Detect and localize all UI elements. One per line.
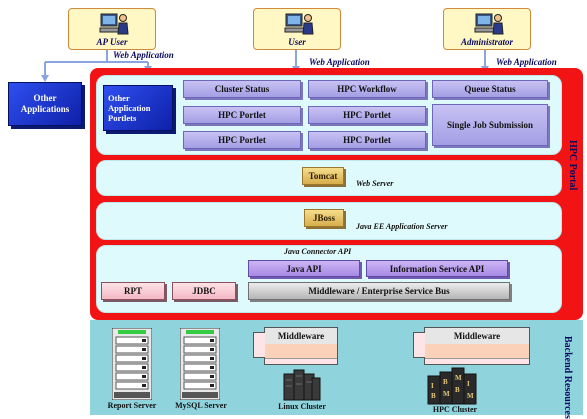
hpc-portlet-3: HPC Portlet [183,131,301,149]
hpc-portlet-label: HPC Portlet [218,135,266,145]
user-workstation-icon [474,13,504,35]
report-server-label: Report Server [107,401,157,410]
jboss-box: JBoss [304,209,344,227]
hpc-portlet-4: HPC Portlet [308,131,426,149]
svg-text:B: B [431,392,436,400]
svg-text:B: B [455,386,460,394]
ap-user-box: AP User [68,8,156,50]
hpc-workflow-label: HPC Workflow [337,84,397,94]
user-box: User [253,8,341,50]
hpc-portlet-2: HPC Portlet [308,106,426,124]
administrator-box: Administrator [443,8,531,50]
middleware-band [425,344,529,359]
middleware-band [265,344,337,359]
middleware-bus-label: Middleware / Enterprise Service Bus [308,286,450,296]
svg-text:I: I [431,382,434,390]
middleware-block-1: Middleware [253,327,338,365]
linux-cluster-label: Linux Cluster [278,402,326,411]
hpc-portlet-1: HPC Portlet [183,106,301,124]
rpt-box: RPT [101,282,165,300]
other-applications-label: Other Applications [20,93,70,114]
middleware-block-2: Middleware [413,327,530,365]
web-application-label-2: Web Application [309,57,370,67]
middleware-label: Middleware [265,328,337,345]
user-label: User [288,37,306,47]
server-rack-icon [180,328,220,400]
jdbc-box: JDBC [172,282,236,300]
information-service-api-box: Information Service API [366,260,508,277]
java-api-label: Java API [286,263,322,274]
administrator-label: Administrator [460,37,514,47]
hpc-portlet-label: HPC Portlet [343,135,391,145]
rpt-label: RPT [124,286,142,296]
java-connector-api-label: Java Connector API [284,247,352,256]
jdbc-label: JDBC [192,286,216,296]
svg-text:M: M [455,374,462,382]
information-service-api-label: Information Service API [389,263,485,274]
hpc-portlet-label: HPC Portlet [343,110,391,120]
app-server-label: Java EE Application Server [356,222,448,231]
single-job-submission-label: Single Job Submission [446,120,534,130]
user-workstation-icon [99,13,129,35]
backend-resources-label: Backend Resources [562,336,573,419]
svg-text:B: B [443,378,448,386]
cluster-icon [283,369,321,401]
jboss-label: JBoss [312,213,335,223]
java-api-box: Java API [248,260,360,277]
svg-text:I: I [467,380,470,388]
mysql-server-label: MySQL Server [175,401,227,410]
hpc-workflow-portlet: HPC Workflow [308,80,426,98]
middleware-label: Middleware [425,328,529,345]
svg-text:M: M [467,392,474,400]
tomcat-label: Tomcat [308,171,338,181]
queue-status-portlet: Queue Status [432,80,548,98]
svg-text:M: M [443,390,450,398]
middleware-bus-box: Middleware / Enterprise Service Bus [248,282,510,300]
other-applications-box: Other Applications [8,82,82,126]
server-rack-icon [112,328,152,400]
tomcat-box: Tomcat [302,167,344,185]
web-application-label-1: Web Application [113,50,174,60]
other-portlets-label: Other Application Portlets [108,93,151,123]
connector-panel [96,245,562,313]
cluster-status-portlet: Cluster Status [183,80,301,98]
hpc-portlet-label: HPC Portlet [218,110,266,120]
ap-user-label: AP User [96,37,128,47]
single-job-submission-portlet: Single Job Submission [432,104,548,146]
user-workstation-icon [284,13,314,35]
web-application-label-3: Web Application [496,57,557,67]
cluster-status-label: Cluster Status [214,84,270,94]
hpc-cluster-label: HPC Cluster [432,405,478,414]
other-application-portlets-box: Other Application Portlets [103,85,173,131]
hpc-portal-label: HPC Portal [567,140,578,191]
web-server-label: Web Server [356,179,394,188]
queue-status-label: Queue Status [464,84,516,94]
